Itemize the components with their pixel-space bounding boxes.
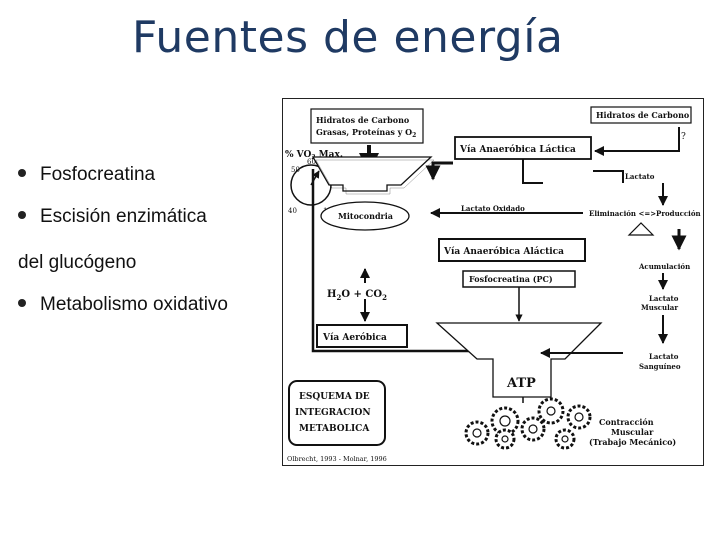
gauge-tick: 40 [288, 207, 297, 215]
bullet-text: Fosfocreatina [40, 164, 156, 185]
bullet-item: Escisión enzimática [18, 206, 207, 228]
lactato-muscular-label: Muscular [641, 303, 678, 312]
funnel-top [311, 156, 433, 192]
metabolic-diagram: % VO2 Max. 50 60 80 40 100 Hidratos de C… [282, 98, 704, 466]
svg-text:Vía Aeróbica: Vía Aeróbica [322, 332, 387, 343]
slide-title: Fuentes de energía [132, 12, 564, 63]
balance-triangle-icon [627, 222, 655, 236]
bullet-continuation: del glucógeno [18, 252, 136, 274]
via-anaerobica-lactica-box: Vía Anaeróbica Láctica [454, 136, 592, 160]
question-mark: ? [681, 132, 686, 142]
svg-text:METABOLICA: METABOLICA [299, 424, 370, 434]
svg-text:Fosfocreatina (PC): Fosfocreatina (PC) [469, 274, 553, 284]
contraccion-label: Contracción [599, 417, 654, 427]
eliminacion-produccion-label: Eliminación <=>Producción [589, 209, 701, 218]
bullet-item: Fosfocreatina [18, 164, 155, 186]
esquema-box: ESQUEMA DE INTEGRACION METABOLICA [288, 380, 386, 446]
svg-text:Grasas, Proteínas y O2: Grasas, Proteínas y O2 [316, 127, 416, 139]
svg-text:Vía Anaeróbica Aláctica: Vía Anaeróbica Aláctica [443, 246, 564, 257]
contraccion-label: (Trabajo Mecánico) [589, 437, 676, 447]
gear-cluster-icon [464, 397, 592, 450]
acumulacion-label: Acumulación [638, 262, 690, 271]
lactato-muscular-label: Lactato [649, 294, 679, 303]
funnel-bottom [435, 322, 603, 398]
mitocondria-node: Mitocondria [320, 201, 410, 231]
svg-text:Mitocondria: Mitocondria [338, 211, 393, 221]
atp-label: ATP [506, 376, 536, 391]
bullet-dot-icon [18, 298, 26, 307]
via-aerobica-box: Vía Aeróbica [316, 324, 408, 348]
gauge-tick: 60 [307, 158, 316, 166]
h2o-co2-label: H2O + CO2 [327, 289, 387, 302]
svg-text:INTEGRACION: INTEGRACION [295, 408, 371, 418]
svg-text:Vía Anaeróbica Láctica: Vía Anaeróbica Láctica [459, 144, 576, 155]
bullet-text: del glucógeno [18, 252, 137, 273]
bullet-text: Metabolismo oxidativo [40, 294, 228, 315]
input-box: Hidratos de Carbono Grasas, Proteínas y … [310, 108, 424, 144]
top-right-box: Hidratos de Carbono [590, 106, 692, 124]
bullet-dot-icon [18, 210, 26, 219]
bullet-item: Metabolismo oxidativo [18, 294, 228, 316]
lactato-sanguineo-label: Sanguíneo [639, 362, 681, 371]
svg-text:Hidratos de Carbono: Hidratos de Carbono [316, 115, 410, 125]
lactato-oxidado-label: Lactato Oxidado [461, 204, 525, 213]
svg-text:Hidratos de Carbono: Hidratos de Carbono [596, 110, 690, 120]
svg-text:ESQUEMA DE: ESQUEMA DE [299, 392, 370, 402]
gauge-tick: 50 [291, 166, 300, 174]
contraccion-label: Muscular [611, 427, 654, 437]
fosfocreatina-box: Fosfocreatina (PC) [462, 270, 576, 288]
lactato-label: Lactato [625, 172, 655, 181]
lactato-sanguineo-label: Lactato [649, 352, 679, 361]
bullet-text: Escisión enzimática [40, 206, 207, 227]
credit-label: Olbrecht, 1993 - Molnar, 1996 [287, 455, 387, 463]
bullet-dot-icon [18, 168, 26, 177]
via-anaerobica-alactica-box: Vía Anaeróbica Aláctica [438, 238, 586, 262]
